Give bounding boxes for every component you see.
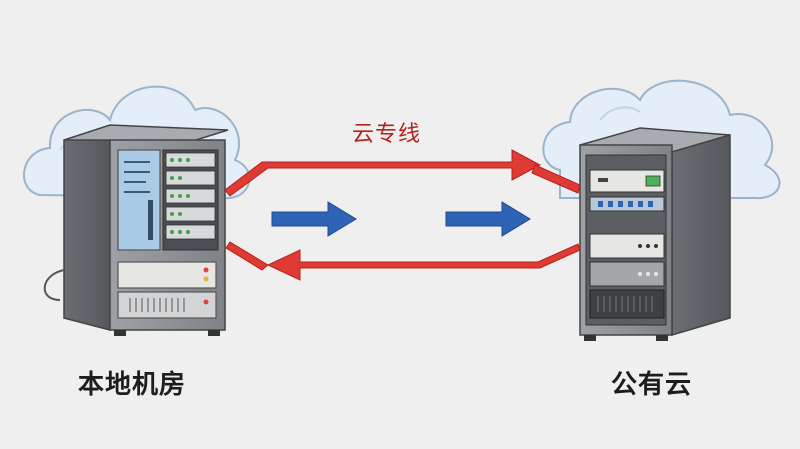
public-cloud-label: 公有云 xyxy=(611,370,693,400)
dedicated-line-label: 云专线 xyxy=(352,122,422,147)
server-rack-icon xyxy=(43,124,229,336)
local-datacenter-label: 本地机房 xyxy=(78,370,187,400)
server-rack-icon xyxy=(579,127,731,341)
dedicated-line-arrow-forward xyxy=(224,149,581,197)
arrow-right-icon xyxy=(445,201,531,237)
arrow-right-icon xyxy=(271,201,357,237)
dedicated-line-arrow-back xyxy=(225,241,581,281)
